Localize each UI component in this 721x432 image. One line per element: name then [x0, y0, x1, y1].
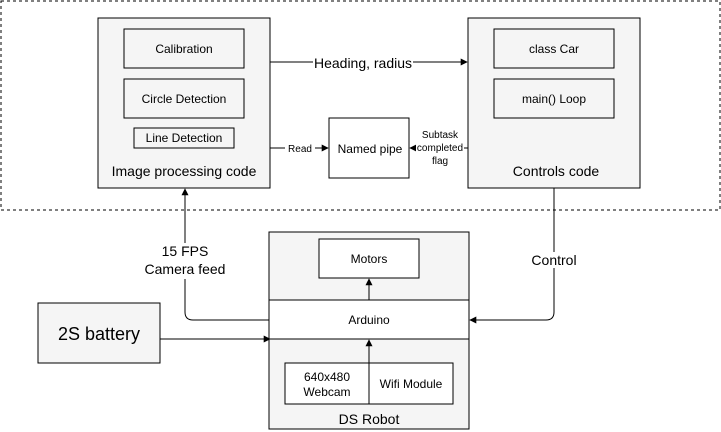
motors-box — [318, 238, 420, 279]
circle-detection-box — [123, 78, 245, 119]
controls-title: Controls code — [513, 163, 600, 179]
subtask-label-3: flag — [432, 156, 448, 167]
ds-robot-title: DS Robot — [339, 411, 400, 427]
battery-box — [37, 302, 161, 364]
main-loop-box — [493, 78, 615, 119]
calibration-label: Calibration — [155, 42, 212, 56]
image-processing-container: Calibration Circle Detection Line Detect… — [97, 17, 271, 189]
circle-detection-label: Circle Detection — [142, 92, 227, 106]
webcam-label-1: 640x480 — [304, 370, 350, 384]
named-pipe-box — [328, 117, 410, 179]
arduino-box — [268, 299, 470, 340]
camera-feed-edge — [181, 188, 269, 321]
battery-label: 2S battery — [58, 324, 140, 344]
class-car-label: class Car — [529, 42, 579, 56]
subtask-label-1: Subtask — [422, 130, 459, 141]
fps-label: 15 FPS — [162, 243, 209, 259]
webcam-label-2: Webcam — [303, 385, 350, 399]
arduino-label: Arduino — [348, 313, 390, 327]
image-processing-title: Image processing code — [112, 163, 257, 179]
camera-feed-label: Camera feed — [145, 261, 226, 277]
wifi-box — [368, 362, 454, 405]
heading-radius-label: Heading, radius — [314, 55, 412, 71]
webcam-box — [284, 362, 370, 405]
class-car-box — [493, 28, 615, 69]
named-pipe-label: Named pipe — [338, 142, 403, 156]
calibration-box — [123, 28, 245, 69]
ds-robot-container: Motors Arduino 640x480 Webcam Wifi Modul… — [268, 231, 470, 430]
subtask-label-2: completed — [417, 143, 463, 154]
main-loop-label: main() Loop — [522, 92, 586, 106]
line-detection-label: Line Detection — [146, 131, 223, 145]
computer-boundary — [0, 0, 721, 211]
line-detection-box — [133, 127, 235, 149]
motors-label: Motors — [351, 252, 388, 266]
read-label: Read — [288, 144, 312, 155]
control-edge — [469, 188, 555, 324]
controls-container: class Car main() Loop Controls code — [467, 17, 641, 189]
control-label: Control — [531, 252, 576, 268]
wifi-label: Wifi Module — [380, 377, 443, 391]
